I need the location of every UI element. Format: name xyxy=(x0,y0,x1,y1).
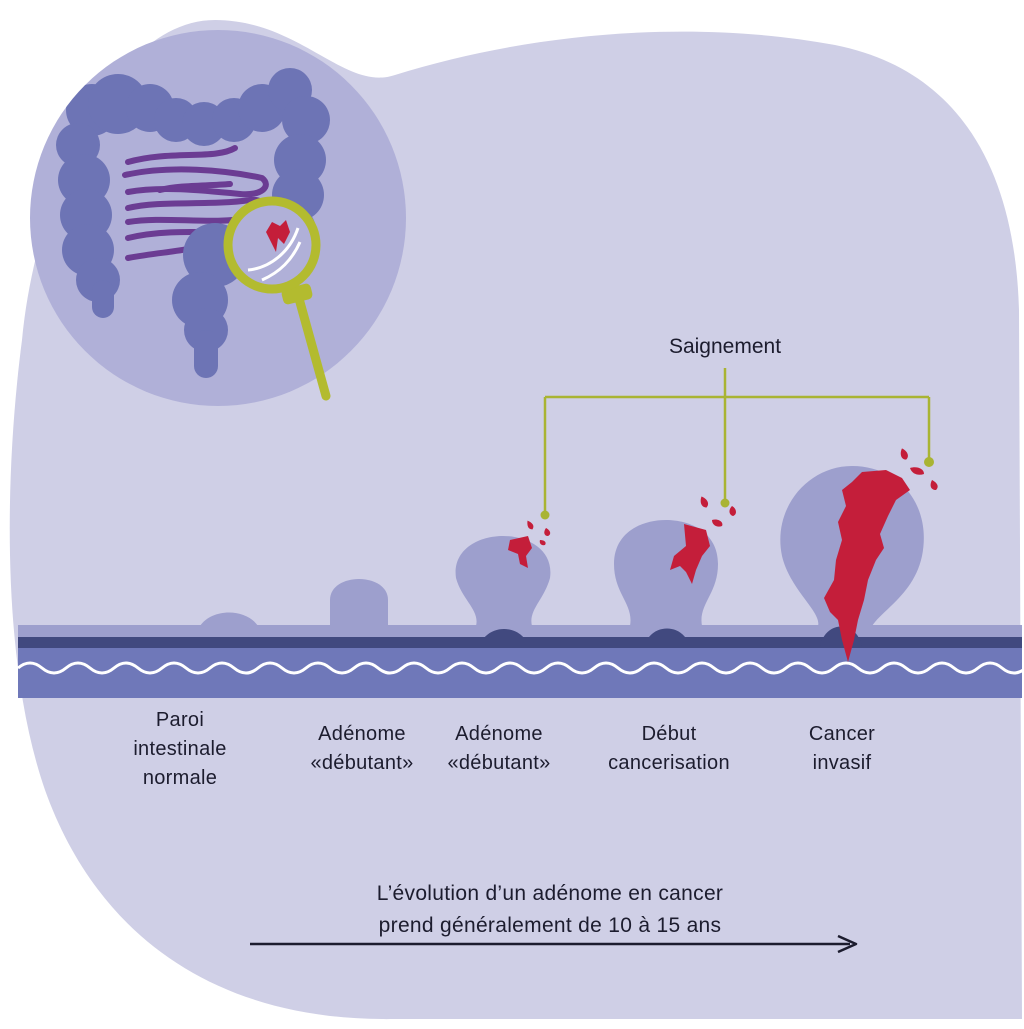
stage-label-adenome-1: Adénome «débutant» xyxy=(282,720,442,778)
timeline-caption-line: L’évolution d’un adénome en cancer xyxy=(376,882,724,905)
stage-label-line: invasif xyxy=(812,752,872,774)
stage-adenome-1-polyp xyxy=(330,579,388,626)
stage-label-line: «débutant» xyxy=(447,752,551,774)
stage-label-line: Cancer xyxy=(808,723,876,745)
timeline-caption: L’évolution d’un adénome en cancer prend… xyxy=(330,878,770,942)
magnifier-icon xyxy=(223,196,331,401)
stage-label-normal: Paroi intestinale normale xyxy=(100,706,260,793)
bleeding-callout: Saignement xyxy=(540,335,934,520)
stage-adenome-2-polyp xyxy=(455,520,551,638)
bleeding-label: Saignement xyxy=(669,335,781,358)
stage-label-line: «débutant» xyxy=(310,752,414,774)
timeline-caption-line: prend généralement de 10 à 15 ans xyxy=(378,914,722,937)
stage-label-debut: Début cancerisation xyxy=(584,720,754,778)
stage-label-line: Adénome xyxy=(455,723,543,745)
timeline-arrow xyxy=(250,934,858,954)
stage-label-invasif: Cancer invasif xyxy=(762,720,922,778)
stage-label-line: cancerisation xyxy=(608,752,730,774)
stage-label-line: Début xyxy=(641,723,697,745)
stage-label-line: intestinale xyxy=(133,738,227,760)
small-intestine xyxy=(122,145,269,261)
intestinal-wall xyxy=(17,625,1024,698)
stage-invasif-polyp xyxy=(780,448,938,662)
stage-debut-polyp xyxy=(614,496,736,642)
transverse-colon xyxy=(88,68,330,146)
stage-label-adenome-2: Adénome «débutant» xyxy=(419,720,579,778)
stage-label-line: Adénome xyxy=(318,723,406,745)
stage-normal-bump xyxy=(200,612,258,626)
stage-label-line: Paroi xyxy=(155,709,205,731)
stage-label-line: normale xyxy=(142,767,218,789)
